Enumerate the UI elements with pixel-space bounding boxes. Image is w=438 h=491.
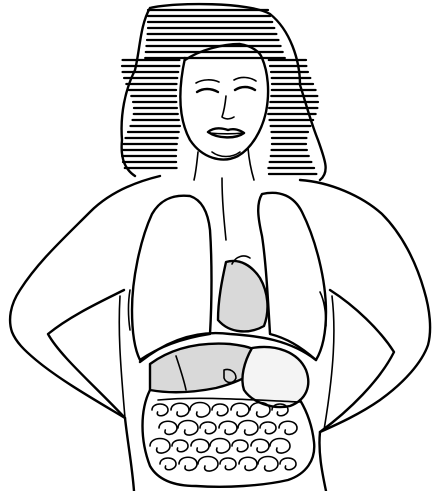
intestine-loop — [190, 403, 210, 418]
right-eye — [235, 87, 255, 90]
intestine-loop — [258, 457, 278, 472]
left-arm-crease — [119, 296, 125, 418]
hair-outline — [122, 4, 326, 180]
intestine-loop — [251, 439, 269, 452]
right-shoulder-arm — [300, 180, 430, 491]
intestine-loop — [232, 440, 248, 452]
right-lung — [258, 193, 326, 360]
intestine-loop — [178, 421, 198, 436]
intestine-loop — [260, 422, 276, 434]
intestine-loop — [280, 458, 296, 470]
neck-left — [194, 152, 198, 180]
intestine-loop — [210, 439, 230, 454]
intestine-loop — [172, 440, 188, 452]
lip-line — [209, 133, 243, 134]
intestine-loop — [191, 439, 209, 452]
trachea — [222, 178, 226, 240]
right-inner-arm — [320, 290, 394, 432]
intestine-loop — [179, 457, 197, 470]
left-shoulder-arm — [10, 176, 160, 491]
intestine-loop — [219, 421, 237, 434]
left-eyebrow — [196, 80, 219, 83]
intestine-loop — [198, 457, 218, 472]
small-intestine-loops — [150, 403, 297, 472]
intestine-loop — [238, 421, 258, 436]
nose — [222, 96, 234, 119]
hair-strokes — [122, 10, 318, 174]
intestine-loop — [212, 404, 228, 416]
intestine-loop — [159, 421, 177, 434]
intestine-loop — [152, 404, 168, 416]
left-rib-line — [129, 290, 131, 330]
intestine-loop — [160, 458, 176, 470]
intestine-loop — [200, 422, 216, 434]
intestine-loop — [231, 403, 249, 416]
left-eye — [197, 89, 218, 92]
intestine-loop — [239, 457, 257, 470]
face — [180, 44, 268, 159]
right-eyebrow — [234, 77, 256, 81]
left-inner-arm — [48, 290, 125, 418]
intestine-loop — [270, 439, 290, 454]
intestine-loop — [220, 458, 236, 470]
intestine-loop — [279, 421, 297, 434]
intestine-loop — [150, 439, 170, 454]
neck-right — [248, 148, 254, 180]
intestine-loop — [171, 403, 189, 416]
heart — [218, 261, 267, 331]
stomach — [242, 347, 308, 407]
intestine-loop — [250, 403, 270, 418]
